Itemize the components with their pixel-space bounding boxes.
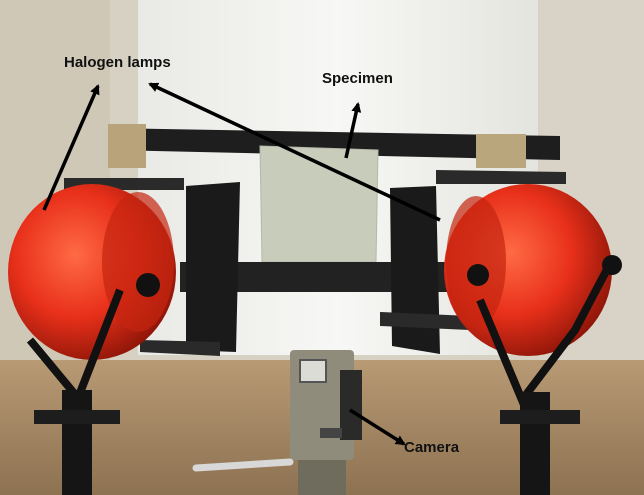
left-barn-door (186, 182, 240, 352)
upper-frame-bar (108, 128, 560, 160)
left-bracket (108, 124, 146, 168)
left-lamp-bottom-plate (140, 340, 220, 356)
tripod-handle (192, 458, 294, 472)
arrow-specimen (344, 102, 362, 159)
camera-grip (340, 370, 362, 440)
left-stand (62, 390, 92, 495)
halogen-lamps-label: Halogen lamps (64, 54, 171, 71)
left-stand-clamp (34, 410, 120, 424)
arrow-to-left-lamp-label (42, 84, 100, 211)
right-barn-door (390, 186, 440, 354)
right-stand-clamp (500, 410, 580, 424)
right-lamp-yoke (476, 258, 616, 408)
left-lamp-knob (136, 273, 160, 297)
camera-buttons (320, 428, 342, 438)
camera-label: Camera (404, 439, 460, 456)
camera-tripod-head (298, 460, 346, 495)
right-lamp-rim (446, 196, 506, 328)
lower-frame-bar (180, 262, 460, 292)
right-bracket (476, 134, 526, 168)
specimen-label: Specimen (322, 70, 393, 87)
right-lamp-knob (467, 264, 489, 286)
arrow-to-halogen-label-from-right-lamp (148, 82, 441, 222)
right-stand (520, 392, 550, 495)
camera-viewfinder (299, 359, 327, 383)
right-lamp-top-plate (436, 170, 566, 184)
arrow-camera (349, 408, 406, 446)
right-lamp-bottom-plate (380, 312, 470, 330)
